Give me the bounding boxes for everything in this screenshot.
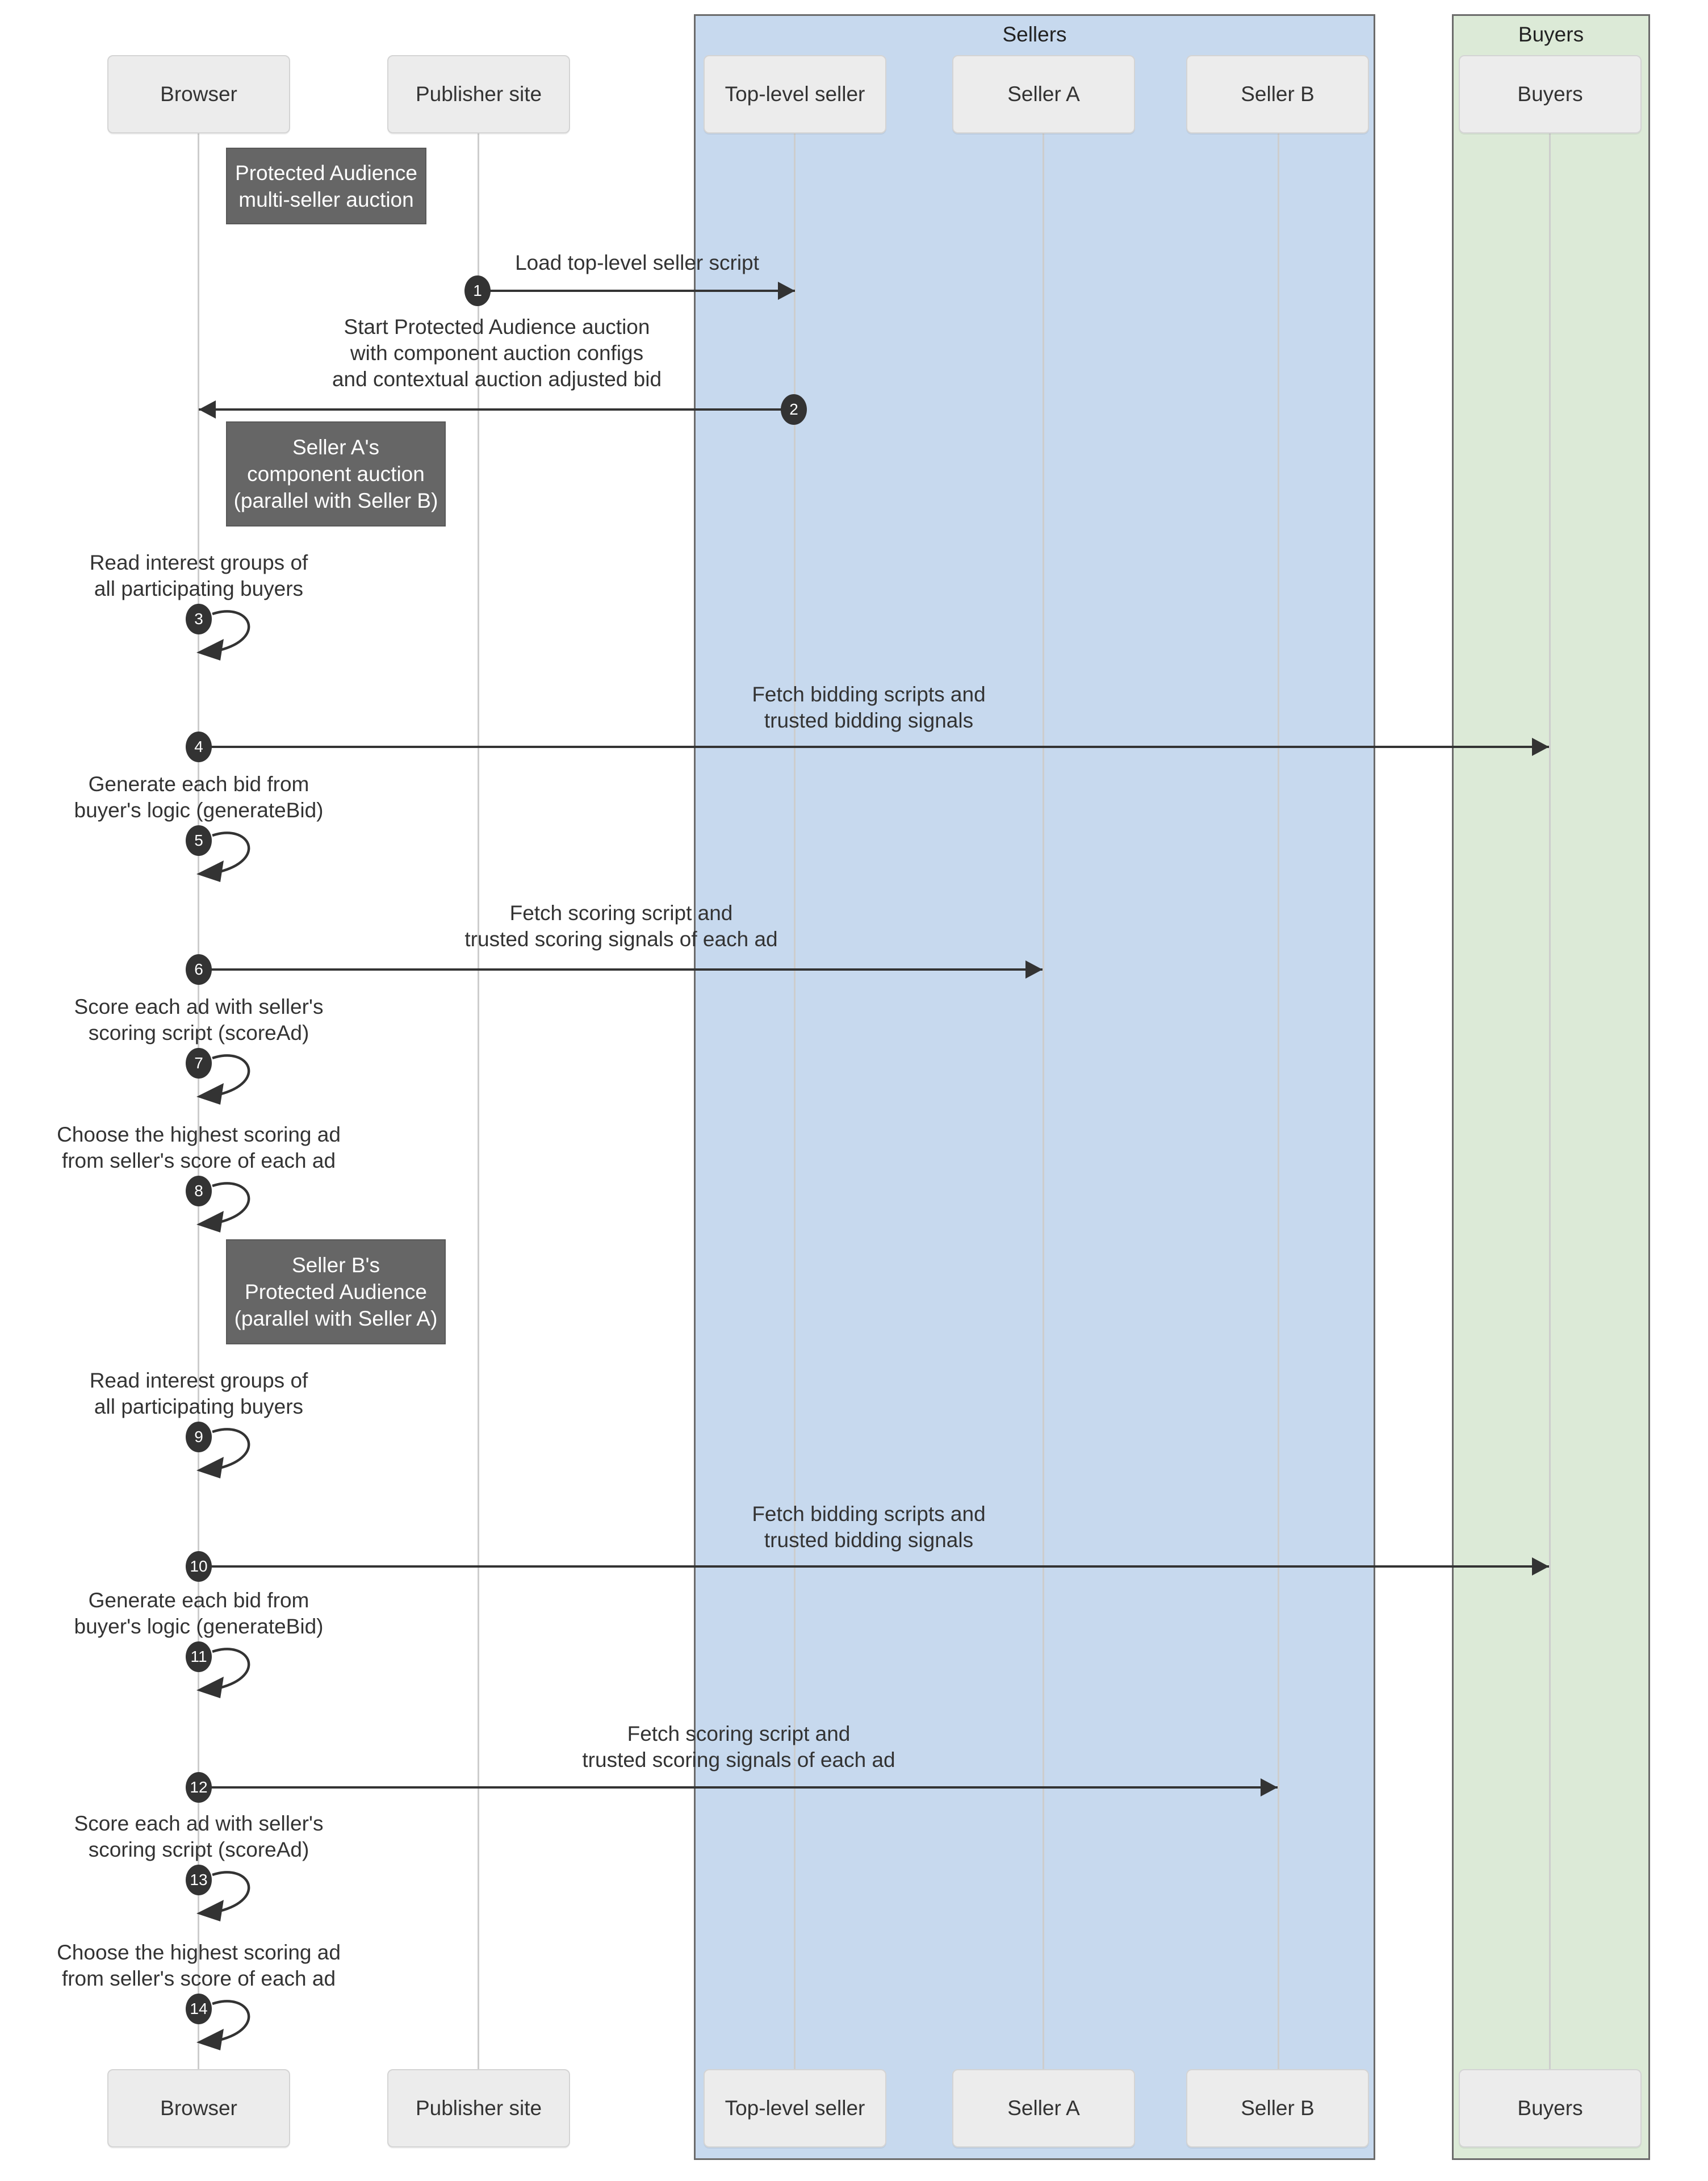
message-3-label: Read interest groups of all participatin… — [89, 551, 308, 600]
note-multi-seller-auction: Protected Audience multi-seller auction — [226, 148, 426, 224]
message-5-label: Generate each bid from buyer's logic (ge… — [74, 772, 324, 822]
actor-bottom-top-level-seller: Top-level seller — [704, 2069, 886, 2147]
message-13-self-loop — [196, 1871, 250, 1921]
lifeline-top-level-seller — [794, 133, 796, 2069]
message-9-number: 9 — [186, 1422, 212, 1452]
message-7-label: Score each ad with seller's scoring scri… — [74, 995, 324, 1044]
group-buyers: Buyers — [1452, 14, 1650, 2160]
lifeline-browser — [198, 133, 199, 2069]
group-sellers-title: Sellers — [1002, 23, 1067, 46]
lifeline-buyers — [1549, 133, 1551, 2069]
message-14-self-loop — [196, 2000, 250, 2050]
message-2-line — [199, 408, 794, 411]
message-2-number: 2 — [781, 394, 807, 425]
message-12-number: 12 — [186, 1772, 212, 1803]
message-1-arrowhead — [778, 282, 795, 300]
note-seller-b-protected-audience: Seller B's Protected Audience (parallel … — [226, 1239, 446, 1344]
message-1-line — [478, 290, 795, 292]
message-13-label: Score each ad with seller's scoring scri… — [74, 1812, 324, 1861]
message-6-arrowhead — [1025, 960, 1043, 979]
message-2-label: Start Protected Audience auction with co… — [332, 315, 662, 391]
message-11-self-loop — [196, 1648, 250, 1698]
actor-top-buyers: Buyers — [1459, 55, 1642, 133]
message-10-arrowhead — [1532, 1557, 1549, 1576]
group-buyers-title: Buyers — [1518, 23, 1584, 46]
message-7-number: 7 — [186, 1048, 212, 1079]
actor-top-seller-b: Seller B — [1186, 55, 1369, 133]
note-seller-a-component-auction: Seller A's component auction (parallel w… — [226, 421, 446, 527]
message-12-line — [199, 1786, 1278, 1789]
message-5-number: 5 — [186, 825, 212, 856]
message-6-line — [199, 968, 1043, 971]
message-1-label: Load top-level seller script — [515, 251, 759, 274]
actor-top-publisher-site: Publisher site — [387, 55, 570, 133]
message-5-self-loop — [196, 832, 250, 882]
message-9-self-loop — [196, 1428, 250, 1478]
message-8-number: 8 — [186, 1176, 212, 1206]
message-14-label: Choose the highest scoring ad from selle… — [57, 1941, 341, 1990]
message-3-self-loop — [196, 610, 250, 661]
message-12-label: Fetch scoring script and trusted scoring… — [582, 1722, 895, 1771]
lifeline-seller-b — [1278, 133, 1279, 2069]
message-14-number: 14 — [186, 1994, 212, 2024]
message-12-arrowhead — [1261, 1778, 1278, 1796]
actor-bottom-seller-a: Seller A — [952, 2069, 1135, 2147]
actor-bottom-publisher-site: Publisher site — [387, 2069, 570, 2147]
message-2-arrowhead — [199, 400, 216, 419]
actor-top-seller-a: Seller A — [952, 55, 1135, 133]
actor-top-top-level-seller: Top-level seller — [704, 55, 886, 133]
actor-bottom-buyers: Buyers — [1459, 2069, 1642, 2147]
actor-top-browser: Browser — [107, 55, 290, 133]
message-10-number: 10 — [186, 1551, 212, 1582]
message-3-number: 3 — [186, 604, 212, 634]
message-1-number: 1 — [464, 275, 491, 306]
message-13-number: 13 — [186, 1865, 212, 1895]
lifeline-seller-a — [1043, 133, 1044, 2069]
message-4-line — [199, 746, 1549, 748]
message-11-label: Generate each bid from buyer's logic (ge… — [74, 1589, 324, 1638]
group-sellers: Sellers — [694, 14, 1375, 2160]
message-7-self-loop — [196, 1054, 250, 1105]
message-4-number: 4 — [186, 732, 212, 762]
message-9-label: Read interest groups of all participatin… — [89, 1369, 308, 1418]
message-4-label: Fetch bidding scripts and trusted biddin… — [752, 683, 986, 732]
lifeline-publisher-site — [478, 133, 479, 2069]
message-8-self-loop — [196, 1182, 250, 1232]
actor-bottom-seller-b: Seller B — [1186, 2069, 1369, 2147]
message-4-arrowhead — [1532, 738, 1549, 756]
message-6-label: Fetch scoring script and trusted scoring… — [464, 901, 778, 951]
message-10-line — [199, 1565, 1549, 1568]
actor-bottom-browser: Browser — [107, 2069, 290, 2147]
message-10-label: Fetch bidding scripts and trusted biddin… — [752, 1502, 986, 1552]
message-8-label: Choose the highest scoring ad from selle… — [57, 1123, 341, 1172]
message-11-number: 11 — [186, 1641, 212, 1672]
message-6-number: 6 — [186, 954, 212, 985]
